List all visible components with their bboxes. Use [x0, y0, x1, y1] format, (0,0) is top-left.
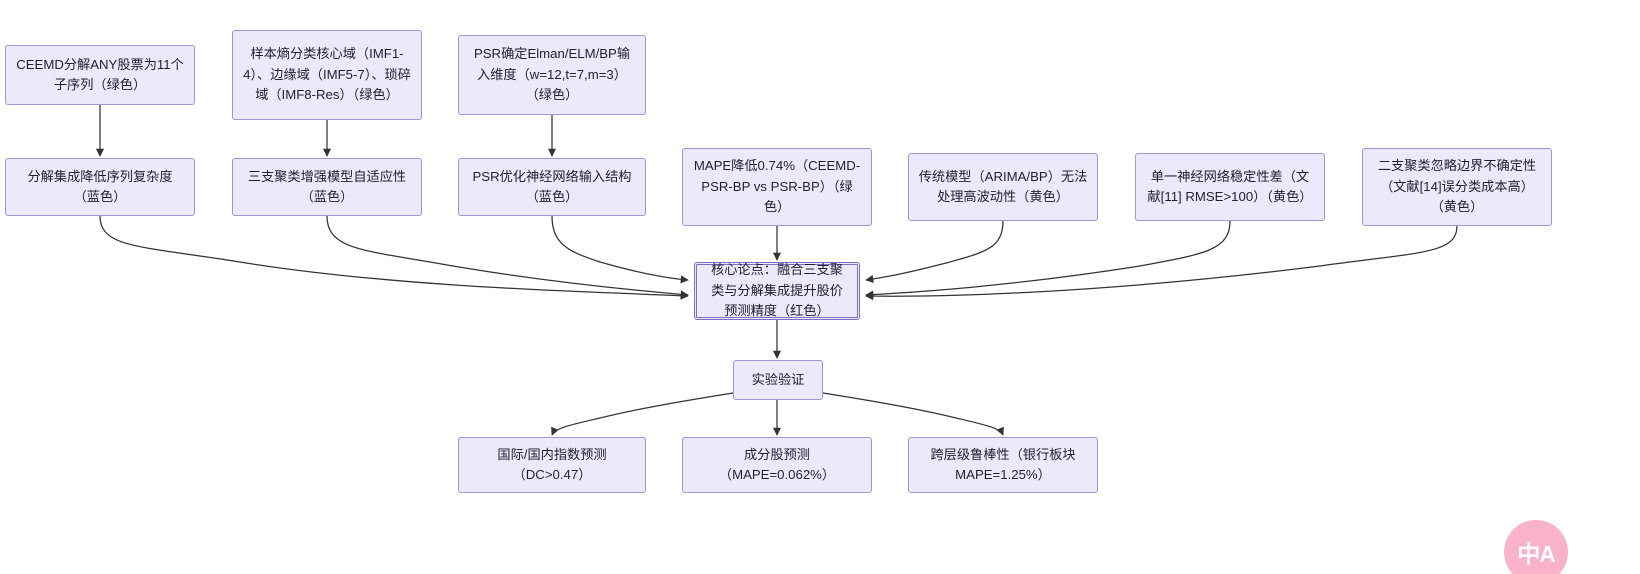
node-psr-optimized-structure[interactable]: PSR优化神经网络输入结构（蓝色） [458, 158, 646, 216]
edge-experiment-to-robustness [822, 392, 1004, 436]
node-label: 传统模型（ARIMA/BP）无法处理高波动性（黄色） [918, 168, 1088, 204]
node-cross-level-robustness-result[interactable]: 跨层级鲁棒性（银行板块MAPE=1.25%） [908, 437, 1098, 493]
edge-psropt-to-core [551, 215, 689, 284]
node-label: PSR确定Elman/ELM/BP输入维度（w=12,t=7,m=3）（绿色） [473, 46, 631, 103]
node-label: 三支聚类增强模型自适应性（蓝色） [247, 168, 407, 204]
node-two-way-clustering-gap[interactable]: 二支聚类忽略边界不确定性（文献[14]误分类成本高）（黄色） [1362, 148, 1552, 226]
node-single-nn-instability[interactable]: 单一神经网络稳定性差（文献[11] RMSE>100）（黄色） [1135, 153, 1325, 221]
node-traditional-model-gap[interactable]: 传统模型（ARIMA/BP）无法处理高波动性（黄色） [908, 153, 1098, 221]
edge-singlenn-to-core [865, 220, 1231, 299]
node-label: 样本熵分类核心域（IMF1-4）、边缘域（IMF5-7）、琐碎域（IMF8-Re… [243, 46, 411, 103]
edge-adaptive-to-core [326, 215, 689, 299]
node-ceemd[interactable]: CEEMD分解ANY股票为11个子序列（绿色） [5, 45, 195, 105]
node-label: 实验验证 [751, 371, 805, 387]
node-label: 国际/国内指数预测（DC>0.47） [497, 446, 607, 482]
node-label: MAPE降低0.74%（CEEMD-PSR-BP vs PSR-BP）（绿色） [693, 158, 861, 215]
node-label: 跨层级鲁棒性（银行板块MAPE=1.25%） [930, 446, 1076, 482]
edge-complexity-to-core [99, 215, 689, 300]
edge-twoway-to-core [865, 225, 1458, 301]
node-sequence-complexity[interactable]: 分解集成降低序列复杂度（蓝色） [5, 158, 195, 216]
watermark-badge: 中A [1504, 520, 1568, 574]
node-label: CEEMD分解ANY股票为11个子序列（绿色） [16, 56, 184, 92]
node-label: 单一神经网络稳定性差（文献[11] RMSE>100）（黄色） [1147, 168, 1313, 204]
node-mape-improvement[interactable]: MAPE降低0.74%（CEEMD-PSR-BP vs PSR-BP）（绿色） [682, 148, 872, 226]
node-index-prediction-result[interactable]: 国际/国内指数预测（DC>0.47） [458, 437, 646, 493]
node-three-way-clustering-adaptivity[interactable]: 三支聚类增强模型自适应性（蓝色） [232, 158, 422, 216]
node-component-stock-result[interactable]: 成分股预测（MAPE=0.062%） [682, 437, 872, 493]
node-label: 二支聚类忽略边界不确定性（文献[14]误分类成本高）（黄色） [1377, 158, 1537, 215]
node-label: 分解集成降低序列复杂度（蓝色） [27, 168, 173, 204]
node-label: 成分股预测（MAPE=0.062%） [718, 446, 836, 482]
node-core-argument[interactable]: 核心论点：融合三支聚类与分解集成提升股价预测精度（红色） [694, 262, 860, 320]
node-psr-input-dimension[interactable]: PSR确定Elman/ELM/BP输入维度（w=12,t=7,m=3）（绿色） [458, 35, 646, 115]
node-experimental-validation[interactable]: 实验验证 [733, 360, 823, 400]
node-label: 核心论点：融合三支聚类与分解集成提升股价预测精度（红色） [711, 262, 843, 319]
node-sample-entropy[interactable]: 样本熵分类核心域（IMF1-4）、边缘域（IMF5-7）、琐碎域（IMF8-Re… [232, 30, 422, 120]
node-label: PSR优化神经网络输入结构（蓝色） [472, 168, 632, 204]
edge-traditional-to-core [865, 220, 1004, 283]
edge-experiment-to-indexpred [551, 392, 734, 436]
watermark-text: 中A [1517, 541, 1556, 567]
